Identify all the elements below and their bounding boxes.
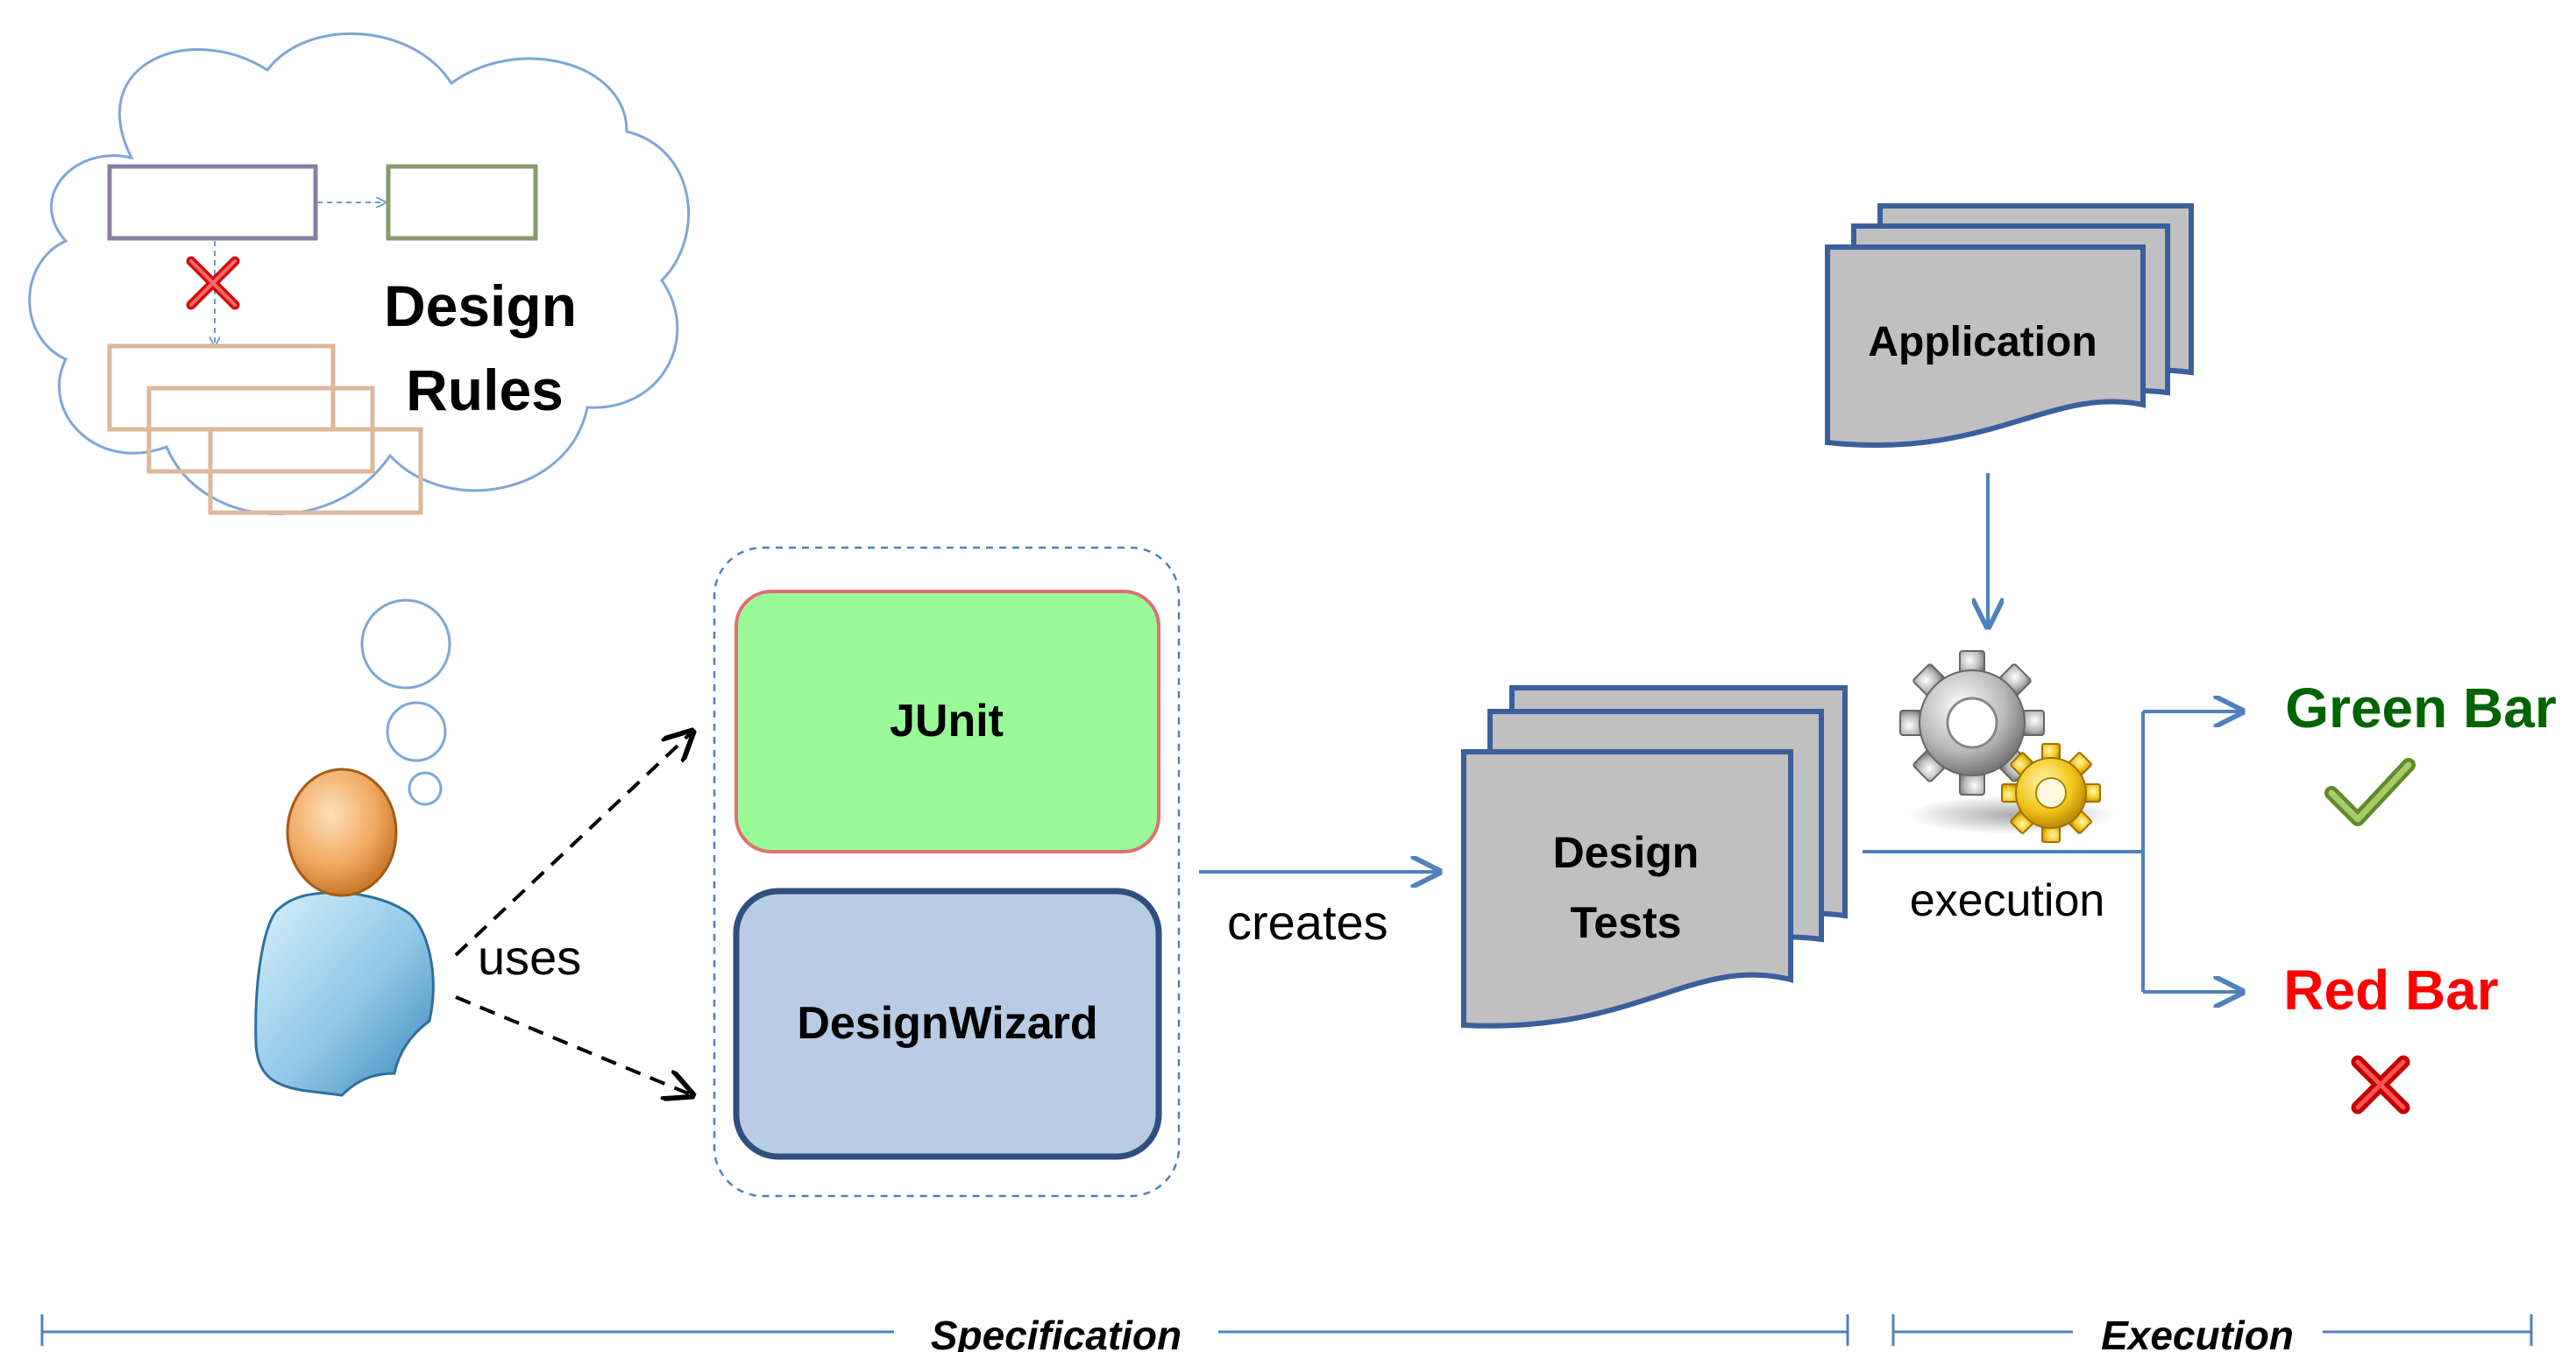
execution-label: execution bbox=[1910, 875, 2105, 926]
user-head bbox=[286, 768, 398, 897]
design-tests-label-line2: Tests bbox=[1571, 898, 1682, 947]
red-bar-label: Red Bar bbox=[2283, 959, 2498, 1022]
application-page-front[interactable] bbox=[1825, 244, 2146, 449]
tools-group-outline bbox=[713, 546, 1181, 1198]
forbidden-x-icon bbox=[186, 256, 240, 310]
execution-connector bbox=[1863, 711, 2242, 992]
rule-box-green bbox=[386, 164, 538, 241]
check-icon bbox=[2324, 758, 2416, 826]
design-rules-title-line2: Rules bbox=[406, 357, 564, 422]
user-body bbox=[254, 891, 435, 1097]
gears-icon bbox=[1899, 650, 2117, 843]
thought-dot-large bbox=[360, 598, 451, 690]
application-documents: Application bbox=[1825, 203, 2194, 449]
thought-dot-small bbox=[408, 771, 443, 806]
gold-gear-icon bbox=[2001, 743, 2101, 843]
design-tests-page-front[interactable] bbox=[1461, 749, 1793, 1029]
designwizard-box[interactable] bbox=[733, 888, 1162, 1160]
junit-box[interactable] bbox=[734, 590, 1160, 853]
design-tests-label-line1: Design bbox=[1553, 828, 1700, 877]
green-bar-label: Green Bar bbox=[2285, 676, 2556, 740]
rule-box-tan-3 bbox=[208, 427, 423, 515]
phase-timeline: Specification Execution bbox=[40, 1313, 2533, 1352]
uses-label: uses bbox=[478, 930, 581, 985]
junit-label: JUnit bbox=[890, 696, 1004, 747]
execution-phase-label: Execution bbox=[2101, 1313, 2294, 1352]
specification-label: Specification bbox=[931, 1313, 1182, 1352]
thought-dot-medium bbox=[386, 701, 447, 762]
tools-group: JUnit DesignWizard bbox=[713, 546, 1181, 1198]
gray-gear-icon bbox=[1899, 650, 2045, 796]
creates-label: creates bbox=[1227, 895, 1388, 950]
design-rules-title-line1: Design bbox=[384, 273, 577, 338]
cloud-shape bbox=[28, 32, 690, 515]
cross-icon bbox=[2351, 1055, 2410, 1115]
thought-bubble: Design Rules bbox=[28, 32, 690, 806]
application-label: Application bbox=[1868, 319, 2097, 365]
user-icon bbox=[254, 768, 435, 1097]
rule-box-purple bbox=[107, 164, 318, 241]
designwizard-label: DesignWizard bbox=[797, 998, 1097, 1049]
uses-arrow-junit bbox=[454, 732, 692, 957]
design-tests-documents: Design Tests bbox=[1461, 685, 1848, 1029]
uses-arrow-designwizard bbox=[455, 995, 692, 1095]
